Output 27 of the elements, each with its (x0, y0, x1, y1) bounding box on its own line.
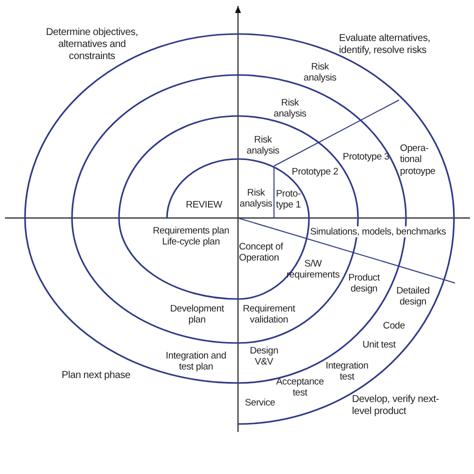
activity-label: Integration and test plan (164, 350, 228, 374)
activity-label: Service (244, 397, 276, 409)
activity-label: Simulations, models, benchmarks (310, 226, 446, 238)
activity-label: Prototype 2 (292, 166, 338, 178)
activity-label: Requirement validation (242, 304, 296, 326)
activity-label: Detailed design (395, 286, 431, 308)
phase-label: Determine objectives, alternatives and constraints (45, 27, 139, 63)
phase-label: Evaluate alternatives, identify, resolve risks (339, 33, 432, 57)
activity-label: Product design (347, 272, 381, 296)
phase-label: Plan next phase (62, 370, 130, 382)
activity-label: Risk analysis (272, 98, 308, 120)
activity-label: Risk analysis (246, 134, 280, 158)
activity-label: Design V&V (248, 346, 280, 368)
phase-label: Develop, verify next-level product (352, 394, 440, 418)
activity-label: Code (383, 320, 405, 332)
activity-label: Development plan (169, 304, 225, 326)
activity-label: Concept of Operation (239, 242, 284, 264)
activity-label: Acceptance test (275, 376, 325, 400)
activity-label: Risk analysis (302, 62, 338, 84)
activity-label: Proto- type 1 (276, 188, 302, 212)
activity-label: Requirements plan Life-cycle plan (152, 226, 230, 248)
activity-label: REVIEW (186, 199, 222, 211)
activity-label: Opera- tional protoype (400, 142, 436, 178)
activity-label: Risk analysis (238, 188, 274, 210)
activity-label: S/W requirements (285, 258, 341, 282)
activity-label: Unit test (362, 339, 396, 351)
activity-label: Prototype 3 (342, 151, 390, 163)
